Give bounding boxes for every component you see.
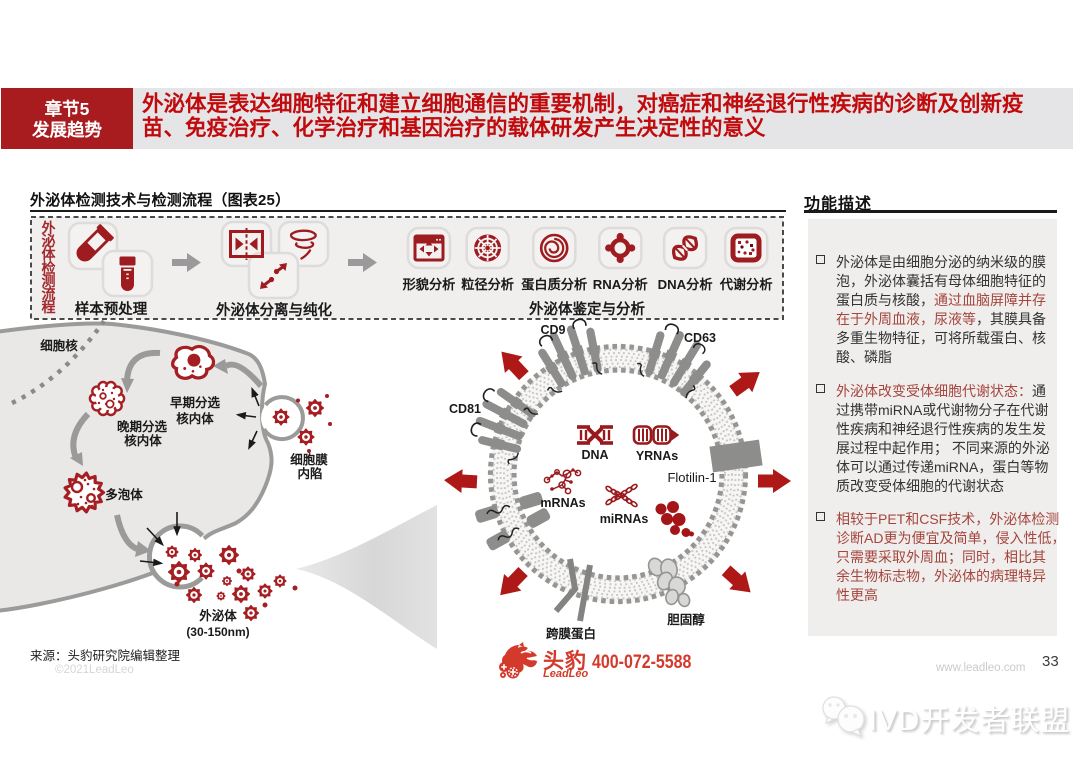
svg-text:形貌分析: 形貌分析 xyxy=(403,276,456,292)
svg-text:CD63: CD63 xyxy=(684,331,716,345)
svg-text:核内体: 核内体 xyxy=(124,433,162,448)
svg-text:多泡体: 多泡体 xyxy=(105,487,143,502)
svg-text:RNA分析: RNA分析 xyxy=(593,276,648,292)
svg-text:核内体: 核内体 xyxy=(176,411,214,426)
svg-text:DNA: DNA xyxy=(581,448,608,462)
svg-text:外泌体分离与纯化: 外泌体分离与纯化 xyxy=(216,301,332,319)
svg-text:蛋白质分析: 蛋白质分析 xyxy=(521,276,587,292)
svg-text:外泌体鉴定与分析: 外泌体鉴定与分析 xyxy=(529,300,645,318)
svg-text:CD9: CD9 xyxy=(540,323,565,337)
svg-text:mRNAs: mRNAs xyxy=(540,496,585,510)
svg-text:DNA分析: DNA分析 xyxy=(658,276,713,292)
svg-text:miRNAs: miRNAs xyxy=(600,512,649,526)
svg-text:细胞核: 细胞核 xyxy=(40,338,78,353)
svg-text:跨膜蛋白: 跨膜蛋白 xyxy=(546,626,596,641)
svg-text:代谢分析: 代谢分析 xyxy=(719,276,773,292)
svg-text:早期分选: 早期分选 xyxy=(170,395,221,410)
svg-text:CD81: CD81 xyxy=(449,402,481,416)
svg-text:外泌体: 外泌体 xyxy=(198,608,237,623)
svg-text:粒径分析: 粒径分析 xyxy=(461,276,514,292)
svg-text:样本预处理: 样本预处理 xyxy=(75,300,148,318)
svg-text:细胞膜: 细胞膜 xyxy=(290,452,328,467)
svg-text:(30-150nm): (30-150nm) xyxy=(186,625,249,639)
svg-text:胆固醇: 胆固醇 xyxy=(667,612,705,627)
svg-text:Flotilin-1: Flotilin-1 xyxy=(667,470,716,485)
svg-text:YRNAs: YRNAs xyxy=(636,449,678,463)
svg-text:晚期分选: 晚期分选 xyxy=(117,419,168,434)
svg-text:内陷: 内陷 xyxy=(297,466,322,481)
